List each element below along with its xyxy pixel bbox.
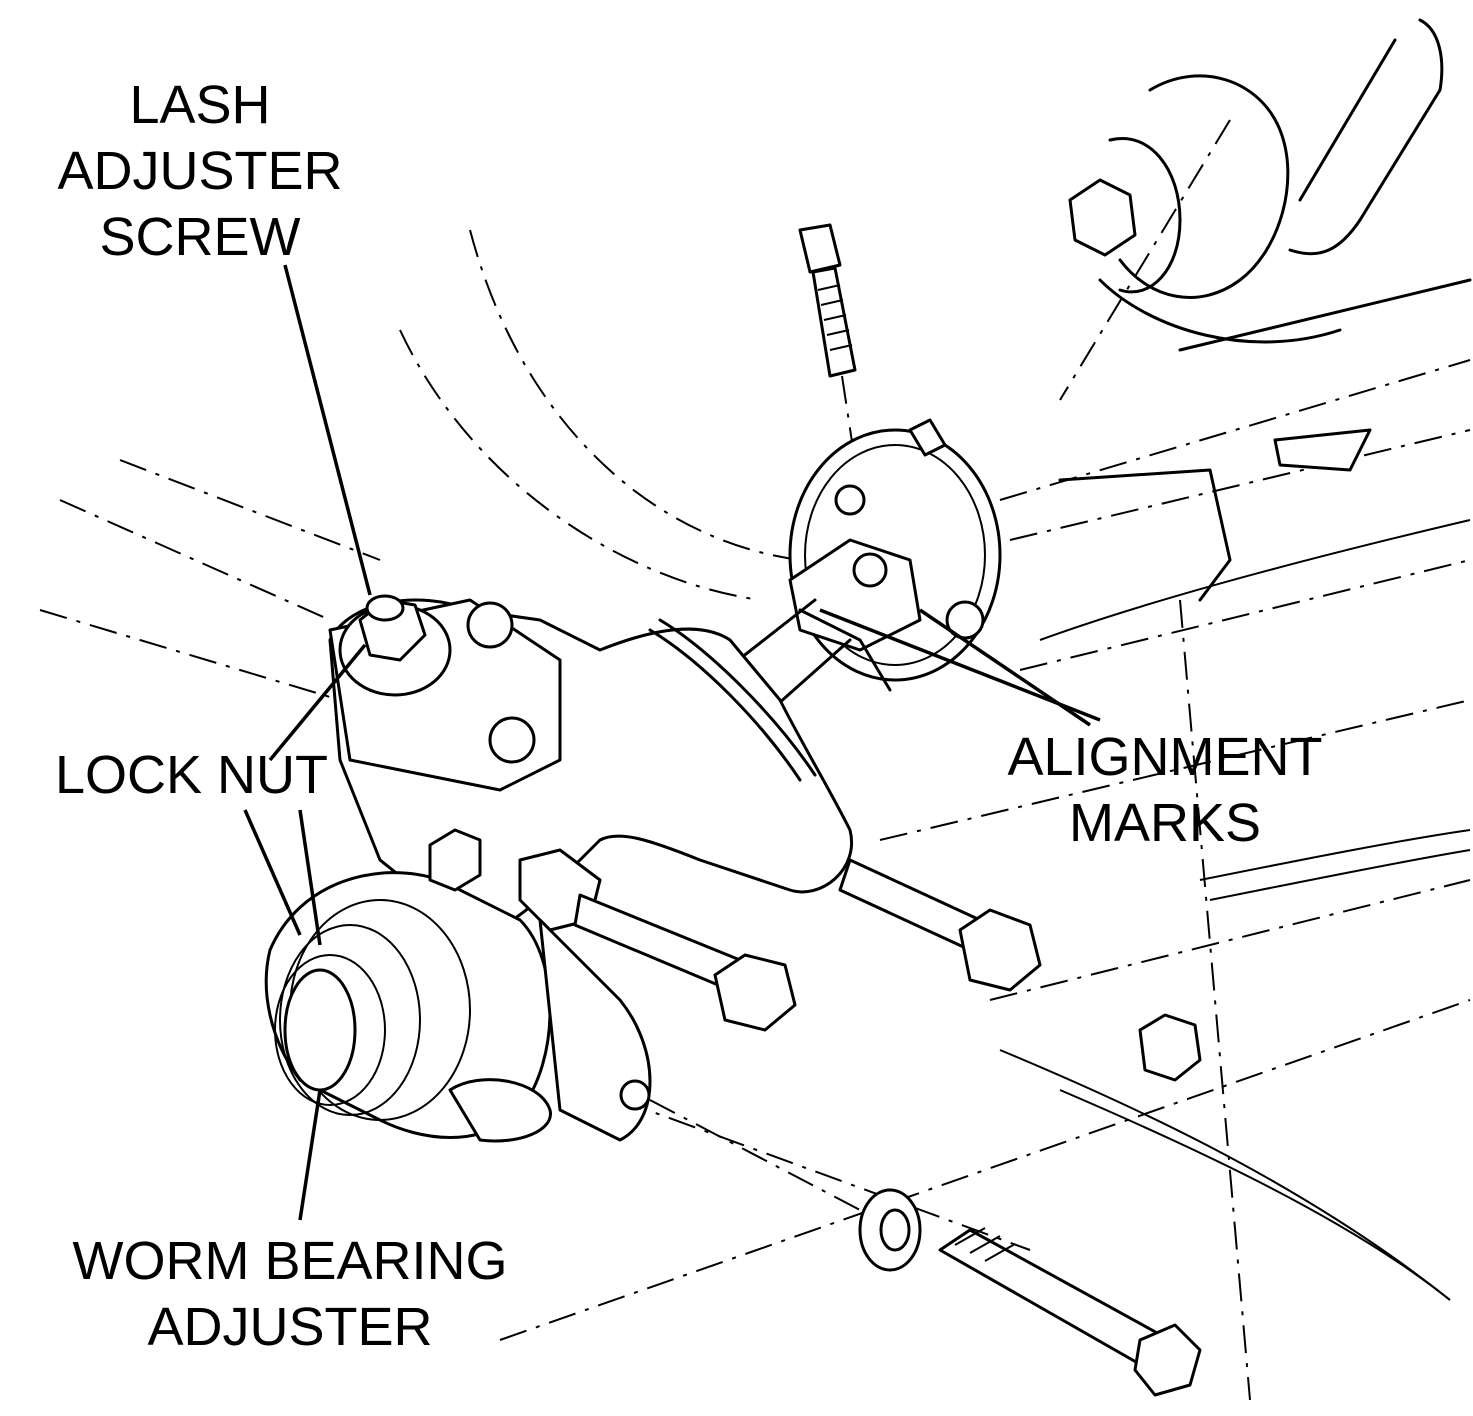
label-line: SCREW <box>99 207 301 267</box>
label-line: MARKS <box>1068 793 1262 853</box>
mounting-bolts <box>573 858 1202 1397</box>
lash-adjuster-assembly <box>338 594 452 697</box>
frame-phantom-lines <box>39 119 1471 1401</box>
label-line: WORM BEARING <box>72 1231 508 1291</box>
label-line: LASH <box>129 75 271 135</box>
label-worm-bearing-adjuster: WORM BEARING ADJUSTER <box>55 1228 525 1360</box>
leader-lines <box>243 264 1101 1221</box>
label-lash-adjuster-screw: LASH ADJUSTER SCREW <box>40 72 360 270</box>
label-line: ADJUSTER <box>57 141 343 201</box>
leader-worm-bearing <box>298 1089 322 1221</box>
leader-lock-nut <box>268 643 367 762</box>
steering-column-bracket <box>1058 18 1472 602</box>
label-line: ALIGNMENT <box>1007 727 1323 787</box>
leader-alignment-2 <box>919 608 1091 727</box>
flex-coupling <box>788 418 1002 692</box>
leader-lash-adjuster <box>283 264 372 596</box>
label-line: ADJUSTER <box>147 1297 433 1357</box>
label-alignment-marks: ALIGNMENT MARKS <box>995 724 1335 856</box>
leader-lock-nut-2 <box>298 809 322 946</box>
worm-bearing-adjuster-assembly <box>264 828 652 1143</box>
label-line: LOCK NUT <box>55 745 329 805</box>
label-lock-nut: LOCK NUT <box>55 742 355 808</box>
leader-lock-nut-3 <box>243 809 302 936</box>
